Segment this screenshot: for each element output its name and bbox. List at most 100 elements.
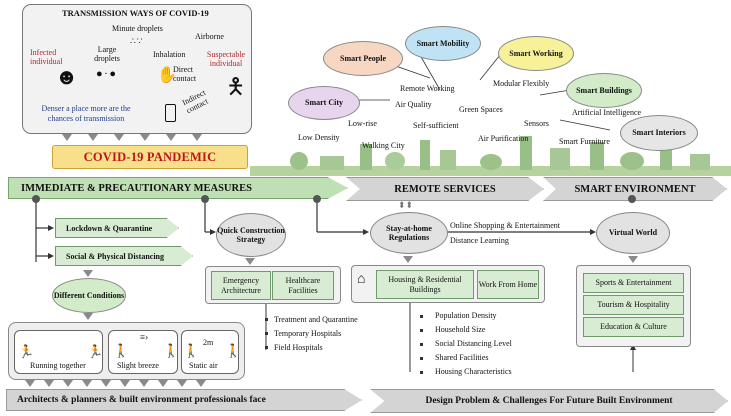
person-icon: 🚶 <box>183 343 200 358</box>
down-arrow <box>245 258 255 265</box>
smart-mobility-node: Smart Mobility <box>405 26 481 61</box>
two-meter-label: 2m <box>203 338 214 347</box>
down-arrow <box>44 380 54 387</box>
smart-interiors-node: Smart Interiors <box>620 115 698 151</box>
term-remote-working: Remote Working <box>400 84 455 93</box>
down-arrow <box>139 380 149 387</box>
virtual-world-node: Virtual World <box>596 212 670 254</box>
runner-icon: 🏃 <box>18 344 35 359</box>
social-distancing-box: Social & Physical Distancing <box>55 246 193 266</box>
wind-icon: ≡› <box>140 332 149 342</box>
healthcare-facilities-box: Healthcare Facilities <box>272 271 334 300</box>
term-walking-city: Walking City <box>362 141 405 150</box>
down-arrow <box>62 134 72 141</box>
term-artificial-intelligence: Artificial Intelligence <box>572 108 642 117</box>
housing-list-item: Social Distancing Level <box>435 339 512 348</box>
transmission-title: TRANSMISSION WAYS OF COVID-19 <box>62 8 209 18</box>
remote-services-label: REMOTE SERVICES <box>394 183 496 195</box>
direct-contact-label: Direct contact <box>173 65 197 83</box>
list-bullet <box>265 346 268 349</box>
running-together-card <box>14 330 103 374</box>
down-arrow <box>403 256 413 263</box>
immediate-measures-banner: IMMEDIATE & PRECAUTIONARY MEASURES <box>8 177 348 199</box>
person-icon: 🚶 <box>163 343 180 358</box>
slight-breeze-card <box>108 330 178 374</box>
work-from-home-box: Work From Home <box>477 270 539 299</box>
remote-services-banner: REMOTE SERVICES <box>346 177 544 201</box>
housing-list-item: Household Size <box>435 325 486 334</box>
house-icon: ⌂ <box>357 272 366 287</box>
stay-at-home-node: Stay-at-home Regulations <box>370 212 448 254</box>
phone-icon <box>165 104 176 122</box>
list-bullet <box>420 329 423 332</box>
down-arrow <box>140 134 150 141</box>
quick-list-item: Treatment and Quarantine <box>274 315 358 324</box>
transmission-panel <box>22 4 252 134</box>
term-low-rise: Low-rise <box>348 119 377 128</box>
term-modular-flexibly: Modular Flexibly <box>493 79 550 88</box>
design-problem-banner: Design Problem & Challenges For Future B… <box>370 389 728 413</box>
housing-list-item: Shared Facilities <box>435 353 489 362</box>
connector-node <box>628 195 636 203</box>
design-problem-label: Design Problem & Challenges For Future B… <box>425 396 673 406</box>
minute-droplets-label: Minute droplets <box>112 24 163 33</box>
city-skyline <box>250 130 731 176</box>
term-air-quality: Air Quality <box>395 100 432 109</box>
down-arrow <box>63 380 73 387</box>
hand-icon: ✋ <box>157 67 177 84</box>
education-culture-box: Education & Culture <box>583 317 684 337</box>
social-distancing-label: Social & Physical Distancing <box>66 251 165 261</box>
connector-node <box>32 195 40 203</box>
slight-breeze-label: Slight breeze <box>117 361 159 370</box>
lockdown-quarantine-box: Lockdown & Quarantine <box>55 218 179 238</box>
housing-list-item: Population Density <box>435 311 497 320</box>
inhalation-label: Inhalation <box>153 50 186 59</box>
runner-icon: 🏃 <box>87 344 104 359</box>
down-arrow <box>83 313 93 320</box>
down-arrow <box>101 380 111 387</box>
smart-city-node: Smart City <box>288 86 360 120</box>
smart-buildings-node: Smart Buildings <box>566 73 642 108</box>
down-arrow <box>628 256 638 263</box>
suspectable-label: Suspectable individual <box>206 50 246 68</box>
architects-banner: Architects & planners & built environmen… <box>6 389 362 411</box>
infected-label: Infected individual <box>30 48 63 66</box>
down-arrow <box>196 380 206 387</box>
down-arrow <box>158 380 168 387</box>
list-bullet <box>265 318 268 321</box>
different-conditions-node: Different Conditions <box>52 278 126 313</box>
down-arrow <box>114 134 124 141</box>
list-bullet <box>420 315 423 318</box>
down-arrow <box>25 380 35 387</box>
term-air-purification: Air Purification <box>478 134 529 143</box>
suspectable-person-icon: 🯅 <box>226 74 246 99</box>
emergency-architecture-box: Emergency Architecture <box>211 271 271 300</box>
list-bullet <box>265 332 268 335</box>
infected-person-icon: ☻ <box>55 64 79 89</box>
down-arrow <box>83 270 93 277</box>
quick-list-item: Field Hospitals <box>274 343 323 352</box>
static-air-label: Static air <box>189 361 218 370</box>
large-droplets-icon: ●∙● <box>96 68 119 80</box>
person-icon: 🚶 <box>113 343 130 358</box>
immediate-measures-label: IMMEDIATE & PRECAUTIONARY MEASURES <box>21 182 252 194</box>
large-droplets-label: Large droplets <box>94 45 120 63</box>
smart-people-node: Smart People <box>323 41 403 76</box>
distance-learning-label: Distance Learning <box>450 236 509 245</box>
term-sensors: Sensors <box>524 119 549 128</box>
up-down-arrow: ⬍⬍ <box>398 200 414 210</box>
term-self-sufficient: Self-sufficient <box>413 121 459 130</box>
sports-entertainment-box: Sports & Entertainment <box>583 273 684 293</box>
list-bullet <box>420 371 423 374</box>
down-arrow <box>166 134 176 141</box>
down-arrow <box>177 380 187 387</box>
list-bullet <box>420 357 423 360</box>
minute-droplets-icon: ∴∵ <box>130 36 144 46</box>
quick-list-item: Temporary Hospitals <box>274 329 342 338</box>
pandemic-banner: COVID-19 PANDEMIC <box>52 145 248 169</box>
smart-environment-label: SMART ENVIRONMENT <box>574 183 696 195</box>
housing-list-item: Housing Characteristics <box>435 367 512 376</box>
architects-label: Architects & planners & built environmen… <box>17 395 266 405</box>
term-green-spaces: Green Spaces <box>459 105 503 114</box>
term-smart-furniture: Smart Furniture <box>559 137 610 146</box>
